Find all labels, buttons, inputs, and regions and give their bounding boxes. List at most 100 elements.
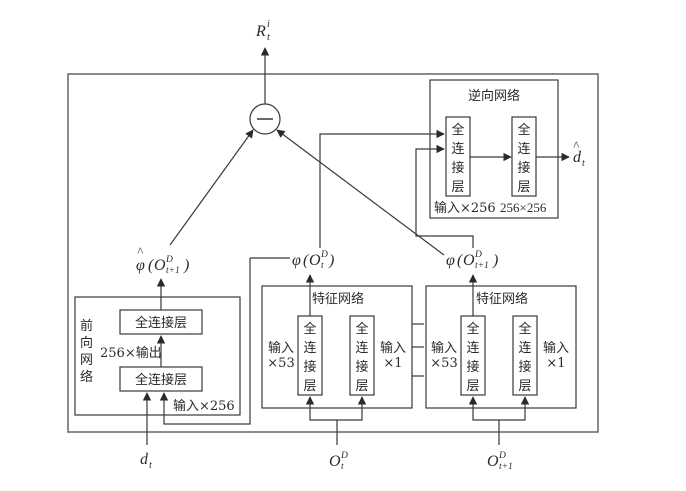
- feature-t-fc-layer-b-label: 全 连 接 层: [355, 321, 368, 394]
- action-input-label: d t: [140, 451, 152, 471]
- feature-t-fc-layer-a-label: 全 连 接 层: [303, 321, 316, 394]
- forward-fc-layer-top-label: 全连接层: [135, 315, 187, 331]
- svg-text:输入: 输入: [380, 340, 406, 356]
- obs-t-to-layer-b-arrow: [337, 396, 367, 421]
- feature-network-t-box: [261, 285, 413, 409]
- svg-text:D: D: [340, 451, 348, 461]
- feature-t1-left-caption: 输入 ×53: [430, 340, 457, 371]
- svg-text:连: 连: [451, 141, 464, 157]
- svg-text:接: 接: [355, 359, 368, 375]
- svg-text:R: R: [255, 23, 266, 40]
- svg-text:连: 连: [355, 340, 368, 356]
- svg-text:全: 全: [451, 122, 464, 138]
- subtract-node: [249, 103, 281, 135]
- feature-network-t-title: 特征网络: [312, 291, 364, 307]
- svg-text:t+1: t+1: [475, 261, 489, 271]
- forward-output-label: φ ^ ( O D t+1 ): [136, 244, 189, 276]
- svg-text:D: D: [165, 255, 173, 265]
- svg-text:接: 接: [451, 160, 464, 176]
- svg-text:φ: φ: [446, 252, 455, 269]
- svg-text:(: (: [148, 257, 155, 274]
- inverse-layer2-caption: 256×256: [500, 200, 547, 215]
- svg-text:层: 层: [355, 379, 368, 394]
- obs-t1-input-label: O D t+1: [487, 451, 513, 472]
- feature-t1-fc-layer-b: [512, 315, 538, 396]
- svg-text:接: 接: [517, 160, 530, 176]
- svg-text:连: 连: [303, 340, 316, 356]
- svg-text:O: O: [309, 252, 321, 269]
- svg-text:全: 全: [303, 321, 316, 337]
- svg-text:层: 层: [466, 379, 479, 394]
- svg-text:): ): [492, 252, 498, 269]
- svg-text:接: 接: [303, 359, 316, 375]
- svg-text:网: 网: [80, 353, 93, 368]
- svg-text:φ: φ: [292, 252, 301, 269]
- forward-fc-layer-top: [119, 309, 203, 335]
- svg-text:t+1: t+1: [499, 462, 513, 472]
- svg-text:络: 络: [80, 369, 93, 385]
- svg-text:层: 层: [517, 180, 530, 195]
- svg-text:层: 层: [518, 379, 531, 394]
- svg-text:×53: ×53: [430, 356, 457, 371]
- feature-t-output-label: φ ( O D t ): [292, 250, 334, 271]
- forward-to-subtract-arrow: [169, 129, 254, 246]
- inverse-fc-layer-2: [511, 116, 537, 197]
- output-reward-label: R t i: [255, 19, 270, 43]
- feature-to-forward-arrow: [159, 258, 251, 425]
- svg-text:i: i: [267, 19, 270, 30]
- svg-text:连: 连: [466, 340, 479, 356]
- svg-text:输入: 输入: [268, 340, 294, 356]
- inverse-fc-layer-1-label: 全 连 接 层: [451, 122, 464, 195]
- feature-t1-output-label: φ ( O D t+1 ): [446, 250, 498, 271]
- svg-text:^: ^: [137, 244, 144, 259]
- obs-t1-to-layer-b-arrow: [499, 396, 530, 421]
- svg-text:连: 连: [517, 141, 530, 157]
- svg-text:×1: ×1: [383, 356, 402, 371]
- feature-t-fc-layer-a: [297, 315, 323, 396]
- svg-text:t: t: [149, 460, 152, 471]
- svg-text:O: O: [154, 257, 166, 274]
- inverse-fc-layer-1: [445, 116, 471, 197]
- svg-text:×1: ×1: [546, 356, 565, 371]
- svg-text:层: 层: [451, 180, 464, 195]
- svg-text:O: O: [329, 453, 341, 470]
- forward-input-caption: 输入×256: [173, 398, 235, 414]
- outer-frame: [67, 73, 599, 433]
- svg-text:层: 层: [303, 379, 316, 394]
- svg-text:^: ^: [573, 138, 580, 153]
- svg-text:全: 全: [517, 122, 530, 138]
- feature-t-fc-layer-b: [349, 315, 375, 396]
- obs-t-input-label: O D t: [329, 451, 348, 472]
- svg-text:输入: 输入: [543, 340, 569, 356]
- forward-network-title: 前 向 网 络: [80, 318, 93, 385]
- svg-text:D: D: [498, 451, 506, 461]
- inverse-network-title: 逆向网络: [468, 88, 520, 104]
- svg-text:全: 全: [518, 321, 531, 337]
- svg-text:输入: 输入: [431, 340, 457, 356]
- feature-network-t1-box: [425, 285, 577, 409]
- feature-t-right-caption: 输入 ×1: [380, 340, 406, 371]
- shared-weight-ticks: [412, 323, 424, 377]
- obs-t1-to-layer-a-arrow: [468, 396, 500, 445]
- feature-network-t1-title: 特征网络: [476, 291, 528, 307]
- svg-text:全: 全: [466, 321, 479, 337]
- feature-t-to-inverse-arrow: [319, 129, 445, 248]
- svg-text:连: 连: [518, 340, 531, 356]
- inverse-layer1-caption: 输入×256: [434, 200, 496, 216]
- svg-text:): ): [183, 257, 189, 274]
- svg-text:×53: ×53: [267, 356, 294, 371]
- svg-text:t: t: [267, 32, 270, 43]
- svg-text:t: t: [341, 462, 344, 472]
- svg-text:): ): [328, 252, 334, 269]
- svg-text:O: O: [463, 252, 475, 269]
- svg-text:向: 向: [80, 335, 93, 351]
- svg-text:t: t: [582, 158, 585, 169]
- svg-text:D: D: [320, 250, 328, 260]
- svg-text:d: d: [140, 451, 149, 468]
- svg-text:(: (: [457, 252, 464, 269]
- svg-text:接: 接: [466, 359, 479, 375]
- forward-middle-caption: 256×输出: [100, 345, 162, 361]
- svg-text:t: t: [321, 261, 324, 271]
- feature-t1-fc-layer-a-label: 全 连 接 层: [466, 321, 479, 394]
